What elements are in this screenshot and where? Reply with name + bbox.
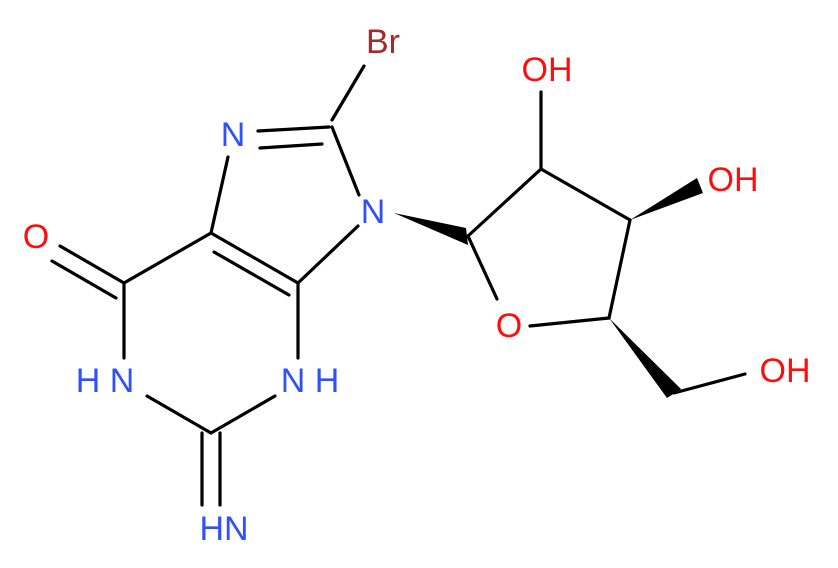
atom-o2p: OH	[522, 51, 573, 89]
atom-o5p: OH	[760, 352, 811, 390]
atom-n9: N	[361, 193, 386, 231]
bond-c8-n9	[330, 125, 361, 197]
atom-o6: O	[23, 218, 49, 256]
atom-o3p: OH	[708, 161, 759, 199]
atom-br: Br	[366, 23, 400, 61]
bond-n7-c8-second	[258, 142, 324, 150]
bond-c5-c4	[209, 231, 300, 285]
bond-c4p-o4p	[528, 316, 611, 328]
bond-group	[50, 64, 747, 507]
bond-c5p-o5p	[672, 372, 747, 395]
bond-c1p-c2p	[466, 167, 543, 238]
atom-n2: HN	[199, 510, 248, 548]
bond-c6-o6-second	[50, 259, 118, 300]
bond-o4p-c1p	[466, 234, 499, 301]
bond-c6-o6	[58, 244, 126, 285]
atom-label-group: Br N N O H N N H HN OH OH O OH	[23, 23, 811, 548]
bond-c8-br	[330, 64, 366, 122]
bond-c4-n9	[296, 224, 360, 285]
atom-n1: H N	[76, 362, 135, 400]
wedge-c4p-c5p	[609, 318, 681, 398]
bond-n1-c2	[145, 394, 213, 435]
atom-n7: N	[221, 116, 246, 154]
bond-c5-c6	[122, 231, 213, 285]
bond-n7-c5	[209, 155, 230, 235]
bond-c5-c4-second	[212, 250, 291, 297]
bond-c2p-c3p	[539, 167, 632, 222]
wedge-c3p-o3p	[630, 178, 703, 220]
bond-c2-n3	[209, 394, 277, 435]
wedge-n9-c1p	[394, 213, 468, 245]
bond-c3p-c4p	[607, 218, 632, 320]
bond-n7-c8	[256, 125, 331, 133]
atom-o4p: O	[496, 307, 522, 345]
atom-n3: N H	[281, 362, 340, 400]
